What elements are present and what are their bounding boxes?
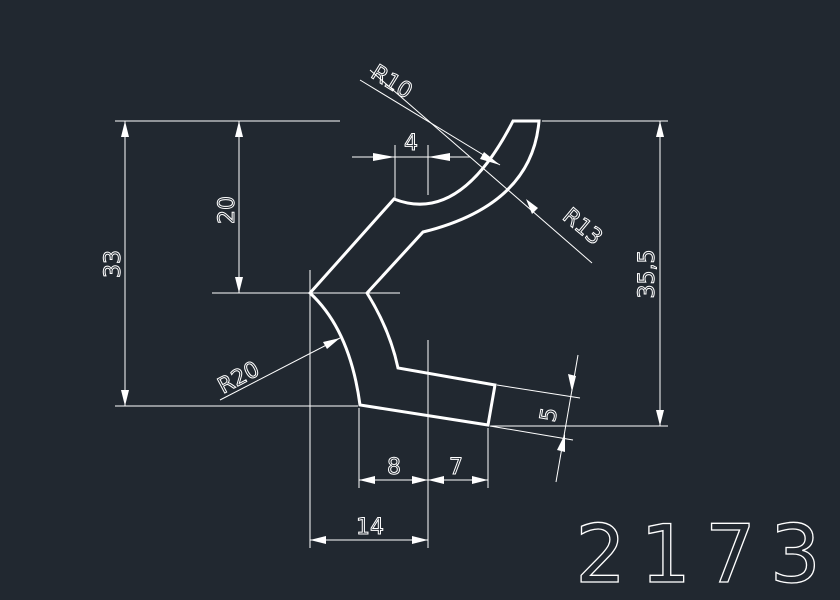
part-number: 2173 [575,508,835,600]
radius-r13-label: R13 [558,204,607,251]
dimension-lines [124,69,661,541]
dim-14-label: 14 [356,515,384,540]
dim-4-label: 4 [404,131,418,156]
extension-lines [115,120,668,548]
radius-r20-label: R20 [214,357,264,399]
dim-35-5-label: 35,5 [635,250,660,299]
dim-20-label: 20 [215,196,240,224]
dim-8-label: 8 [387,455,401,480]
dim-7-label: 7 [449,455,463,480]
profile-outline [307,119,541,427]
dim-33-label: 33 [101,250,126,278]
radius-r10-label: R10 [366,60,416,104]
arrowheads [121,121,664,544]
dim-5-label: 5 [536,406,563,424]
